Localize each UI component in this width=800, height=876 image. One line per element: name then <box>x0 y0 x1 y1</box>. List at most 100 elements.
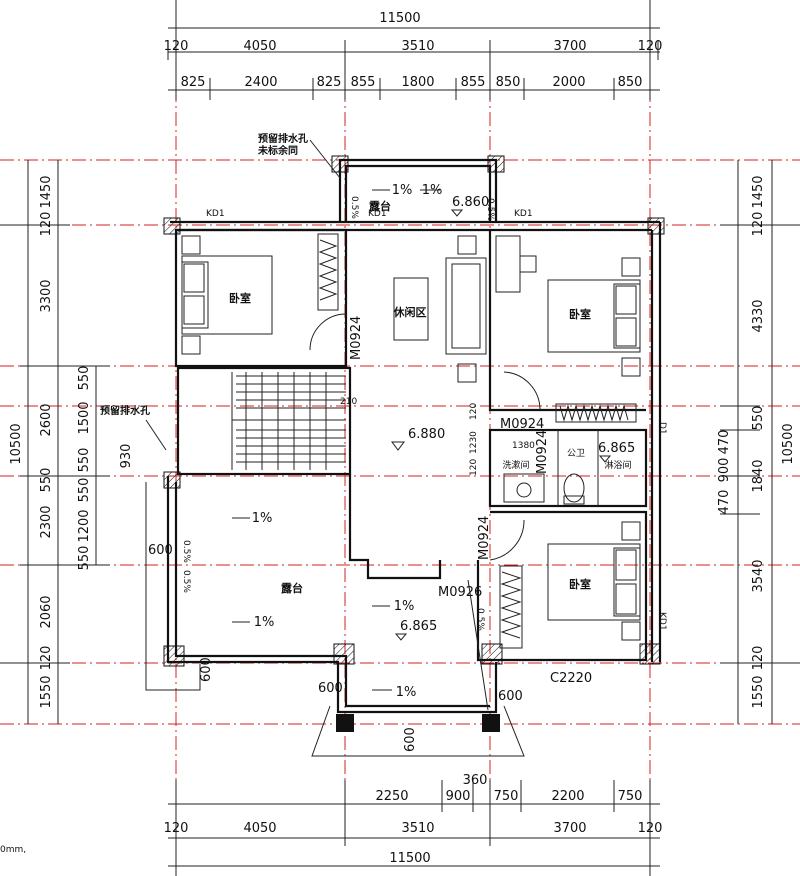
dim-right-c1-9: 120 <box>751 646 766 671</box>
elevation-2: 6.880 <box>408 427 445 442</box>
door-m0924-4: M0924 <box>477 516 492 560</box>
dim-left-c2-2: 550 <box>77 448 92 473</box>
dim-right-c1-2: 4330 <box>751 299 766 332</box>
furniture <box>145 139 641 711</box>
room-terrace-1: 露台 <box>281 581 303 595</box>
elevation-markers <box>391 209 612 641</box>
stair-dim-120a: 120 <box>469 403 479 420</box>
kd1-label-2: KD1 <box>368 209 387 219</box>
slope-small-3: 0.5% <box>181 540 191 563</box>
dim-right-c1-3: 550 <box>751 406 766 431</box>
stair-dim-210: 210 <box>340 397 357 407</box>
dim-bot-r2-3: 2200 <box>551 789 584 804</box>
dim-left-c1-0: 1450 <box>39 175 54 208</box>
kd1-label-4: KD1 <box>657 612 667 631</box>
room-terrace-2: 露台 <box>369 199 391 213</box>
dim-top-r2-3: 855 <box>351 75 376 90</box>
dim-right-c1-6: 1840 <box>751 459 766 492</box>
dim-top-r1-3: 3700 <box>553 39 586 54</box>
room-wash: 洗漱间 <box>502 459 529 471</box>
dim-top-r1-4: 120 <box>638 39 663 54</box>
stair-dim-120b: 120 <box>469 459 479 476</box>
stair-dim-1380: 1380 <box>512 441 535 451</box>
elevation-3: 6.865 <box>598 441 635 456</box>
room-leisure: 休闲区 <box>393 305 427 319</box>
dim-top-r2-6: 850 <box>496 75 521 90</box>
right-dimension-lines <box>720 160 800 724</box>
window-c2220: C2220 <box>550 671 592 686</box>
dim-top-r2-8: 850 <box>618 75 643 90</box>
door-m0924-2: M0924 <box>500 417 544 432</box>
dim-right-c1-8: 3540 <box>751 559 766 592</box>
kd1-label-3: KD1 <box>514 209 533 219</box>
slope-terrace-2: 1% <box>254 615 275 630</box>
dim-bottom-extra: 360 <box>463 773 488 788</box>
dim-top-r1-1: 4050 <box>243 39 276 54</box>
stair-dim-1230: 1230 <box>469 431 479 454</box>
bottom-dimension-lines <box>168 780 660 876</box>
window-600-4: 600 <box>498 689 523 704</box>
room-bedroom-1: 卧室 <box>229 291 251 305</box>
dim-bot-r1-0: 120 <box>164 821 189 836</box>
dim-left-c2-4: 550 <box>77 478 92 503</box>
dim-right-c1-0: 1450 <box>751 175 766 208</box>
dim-left-c1-3: 2600 <box>39 403 54 436</box>
walls <box>145 155 665 757</box>
dim-bot-r1-4: 120 <box>638 821 663 836</box>
dim-left-c2-5: 1200 <box>77 509 92 542</box>
dim-left-total: 10500 <box>9 423 24 464</box>
dim-right-c1-5: 900 <box>717 458 732 483</box>
left-dimension-lines <box>0 160 110 724</box>
staircase <box>231 372 346 470</box>
window-600-5: 600 <box>403 727 418 752</box>
dim-left-c2-3: 930 <box>119 444 134 469</box>
slope-small-2: 0.5% <box>485 198 495 221</box>
dim-bot-r1-2: 3510 <box>401 821 434 836</box>
dim-left-c1-8: 1550 <box>39 675 54 708</box>
dim-top-r1-2: 3510 <box>401 39 434 54</box>
dim-bot-r2-2: 750 <box>494 789 519 804</box>
dim-right-c1-7: 470 <box>717 490 732 515</box>
dim-top-r1-0: 120 <box>164 39 189 54</box>
room-bedroom-3: 卧室 <box>569 577 591 591</box>
dim-bot-r2-0: 2250 <box>375 789 408 804</box>
dim-right-total: 10500 <box>781 423 796 464</box>
slope-top-1: 1% <box>392 183 413 198</box>
slope-terrace-1: 1% <box>252 511 273 526</box>
window-600-2: 600 <box>199 657 214 682</box>
dim-top-r2-5: 855 <box>461 75 486 90</box>
slope-terrace-3: 1% <box>394 599 415 614</box>
elevation-4: 6.865 <box>400 619 437 634</box>
dim-left-c1-2: 3300 <box>39 279 54 312</box>
dim-left-c2-6: 550 <box>77 546 92 571</box>
top-dimension-lines <box>167 0 660 100</box>
kd1-label-1: KD1 <box>206 209 225 219</box>
slope-small-4: 0.5% <box>181 570 191 593</box>
door-m0926: M0926 <box>438 585 482 600</box>
dim-right-c1-4: 470 <box>717 430 732 455</box>
dim-top-r2-7: 2000 <box>552 75 585 90</box>
dim-right-c1-1: 120 <box>751 212 766 237</box>
room-toilet: 公卫 <box>567 448 585 459</box>
drain-note-3: 预留排水孔 <box>100 404 150 417</box>
window-600-1: 600 <box>148 543 173 558</box>
dim-top-r2-2: 825 <box>317 75 342 90</box>
dim-bottom-total: 11500 <box>389 851 430 866</box>
elevation-1: 6.860 <box>452 195 489 210</box>
dim-left-c1-7: 120 <box>39 646 54 671</box>
dim-left-c1-1: 120 <box>39 212 54 237</box>
window-600-3: 600 <box>318 681 343 696</box>
dim-left-c2-0: 550 <box>77 366 92 391</box>
door-m0924-1: M0924 <box>349 316 364 360</box>
dim-bot-r1-1: 4050 <box>243 821 276 836</box>
slope-small-5: 0.5% <box>475 608 485 631</box>
dim-top-r2-0: 825 <box>181 75 206 90</box>
d1-label: D1 <box>657 422 667 435</box>
dim-left-c1-4: 550 <box>39 468 54 493</box>
dim-bot-r2-4: 750 <box>618 789 643 804</box>
dim-left-c1-5: 2300 <box>39 505 54 538</box>
room-shower: 淋浴间 <box>604 459 631 471</box>
dim-top-r2-4: 1800 <box>401 75 434 90</box>
dim-left-c1-6: 2060 <box>39 595 54 628</box>
